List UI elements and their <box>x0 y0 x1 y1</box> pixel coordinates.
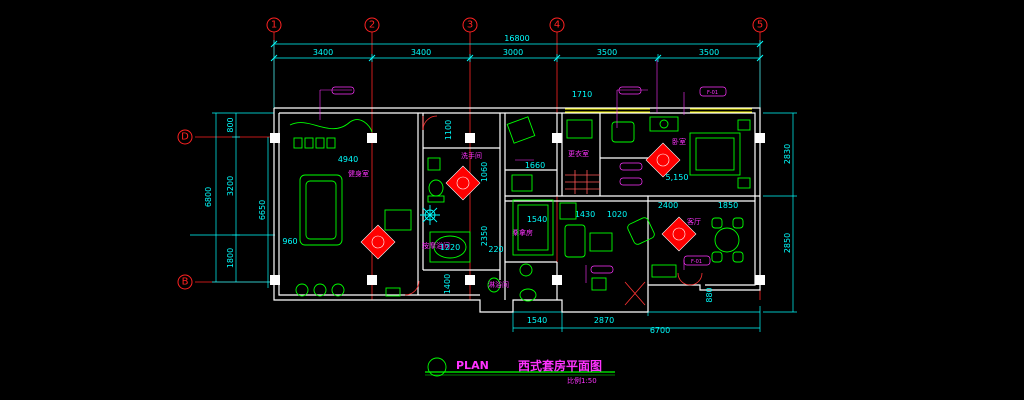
door-swings <box>404 115 703 306</box>
axis-col-1-label: 1 <box>271 20 277 31</box>
bedroom-furniture <box>611 116 751 189</box>
tag-f01-bedroom: F-01 <box>707 90 718 96</box>
room-label-washroom: 洗手间 <box>461 151 482 160</box>
dim-880: 880 <box>705 287 714 302</box>
dim-1540-inner: 1540 <box>527 215 547 224</box>
plan-title-en: PLAN <box>456 359 489 372</box>
material-tag-boxes <box>331 86 727 274</box>
dim-1430: 1430 <box>575 210 595 219</box>
room-label-shower: 淋浴间 <box>488 280 509 289</box>
plan-title-cn: 西式套房平面图 <box>518 358 602 373</box>
room-label-gym: 健身室 <box>348 169 369 178</box>
dim-bottom-overall: 6700 <box>650 326 670 335</box>
dim-bottom-seg-2: 2870 <box>594 316 614 325</box>
dim-top-seg-1: 3400 <box>313 48 333 57</box>
title-block <box>425 357 615 377</box>
gym-furniture <box>289 119 412 297</box>
dim-1660: 1660 <box>525 161 545 170</box>
axis-row-d-label: D <box>181 132 189 143</box>
dim-top-seg-5: 3500 <box>699 48 719 57</box>
dim-1220: 1220 <box>440 243 460 252</box>
dim-2350: 2350 <box>480 226 489 246</box>
decor-diamonds <box>360 142 697 260</box>
dim-right-seg-1: 2830 <box>783 144 792 164</box>
dim-1710: 1710 <box>572 90 592 99</box>
dim-left-seg-2: 3200 <box>226 176 235 196</box>
dim-1400: 1400 <box>443 274 452 294</box>
tag-f01-living: F-01 <box>691 259 702 265</box>
dim-top-seg-3: 3000 <box>503 48 523 57</box>
dim-top-seg-2: 3400 <box>411 48 431 57</box>
central-fixtures <box>506 116 613 302</box>
plan-scale: 比例1:50 <box>567 376 597 385</box>
living-furniture <box>559 202 744 278</box>
dim-5150: 5,150 <box>666 173 689 182</box>
axis-col-4-label: 4 <box>554 20 560 31</box>
decor-diamond-patterns <box>371 153 686 249</box>
dim-overall-top: 16800 <box>504 34 529 43</box>
walls <box>273 107 761 313</box>
axis-col-3-label: 3 <box>467 20 473 31</box>
room-label-steam: 桑拿房 <box>512 228 533 237</box>
dim-1850: 1850 <box>718 201 738 210</box>
axis-col-2-label: 2 <box>369 20 375 31</box>
material-tag-leaders <box>319 60 685 283</box>
bathroom-fixtures <box>427 157 501 293</box>
dim-1100: 1100 <box>444 120 453 140</box>
dim-right-seg-2: 2850 <box>783 233 792 253</box>
dim-left-inner: 6650 <box>258 200 267 220</box>
dim-top-seg-4: 3500 <box>597 48 617 57</box>
dimension-ticks <box>270 40 764 62</box>
dim-4940: 4940 <box>338 155 358 164</box>
dim-left-seg-3: 1800 <box>226 248 235 268</box>
north-circle-icon <box>427 357 447 377</box>
dim-1060: 1060 <box>480 162 489 182</box>
dim-960: 960 <box>282 237 297 246</box>
room-label-living: 客厅 <box>687 217 701 226</box>
room-label-jacuzzi: 按摩浴间 <box>422 241 450 250</box>
dim-left-overall: 6800 <box>204 187 213 207</box>
dim-1020: 1020 <box>607 210 627 219</box>
room-label-cloakroom: 更衣室 <box>568 149 589 158</box>
dim-220: 220 <box>488 245 503 254</box>
dim-left-seg-1: 800 <box>226 117 235 132</box>
dim-2400: 2400 <box>658 201 678 210</box>
windows <box>565 108 752 113</box>
dim-bottom-seg-1: 1540 <box>527 316 547 325</box>
room-label-bedroom: 卧室 <box>672 137 686 146</box>
structural-columns <box>270 133 765 285</box>
wardrobe-rails <box>565 170 600 194</box>
axis-row-b-label: B <box>182 277 189 288</box>
plant-icon <box>420 205 440 225</box>
axis-col-5-label: 5 <box>757 20 763 31</box>
